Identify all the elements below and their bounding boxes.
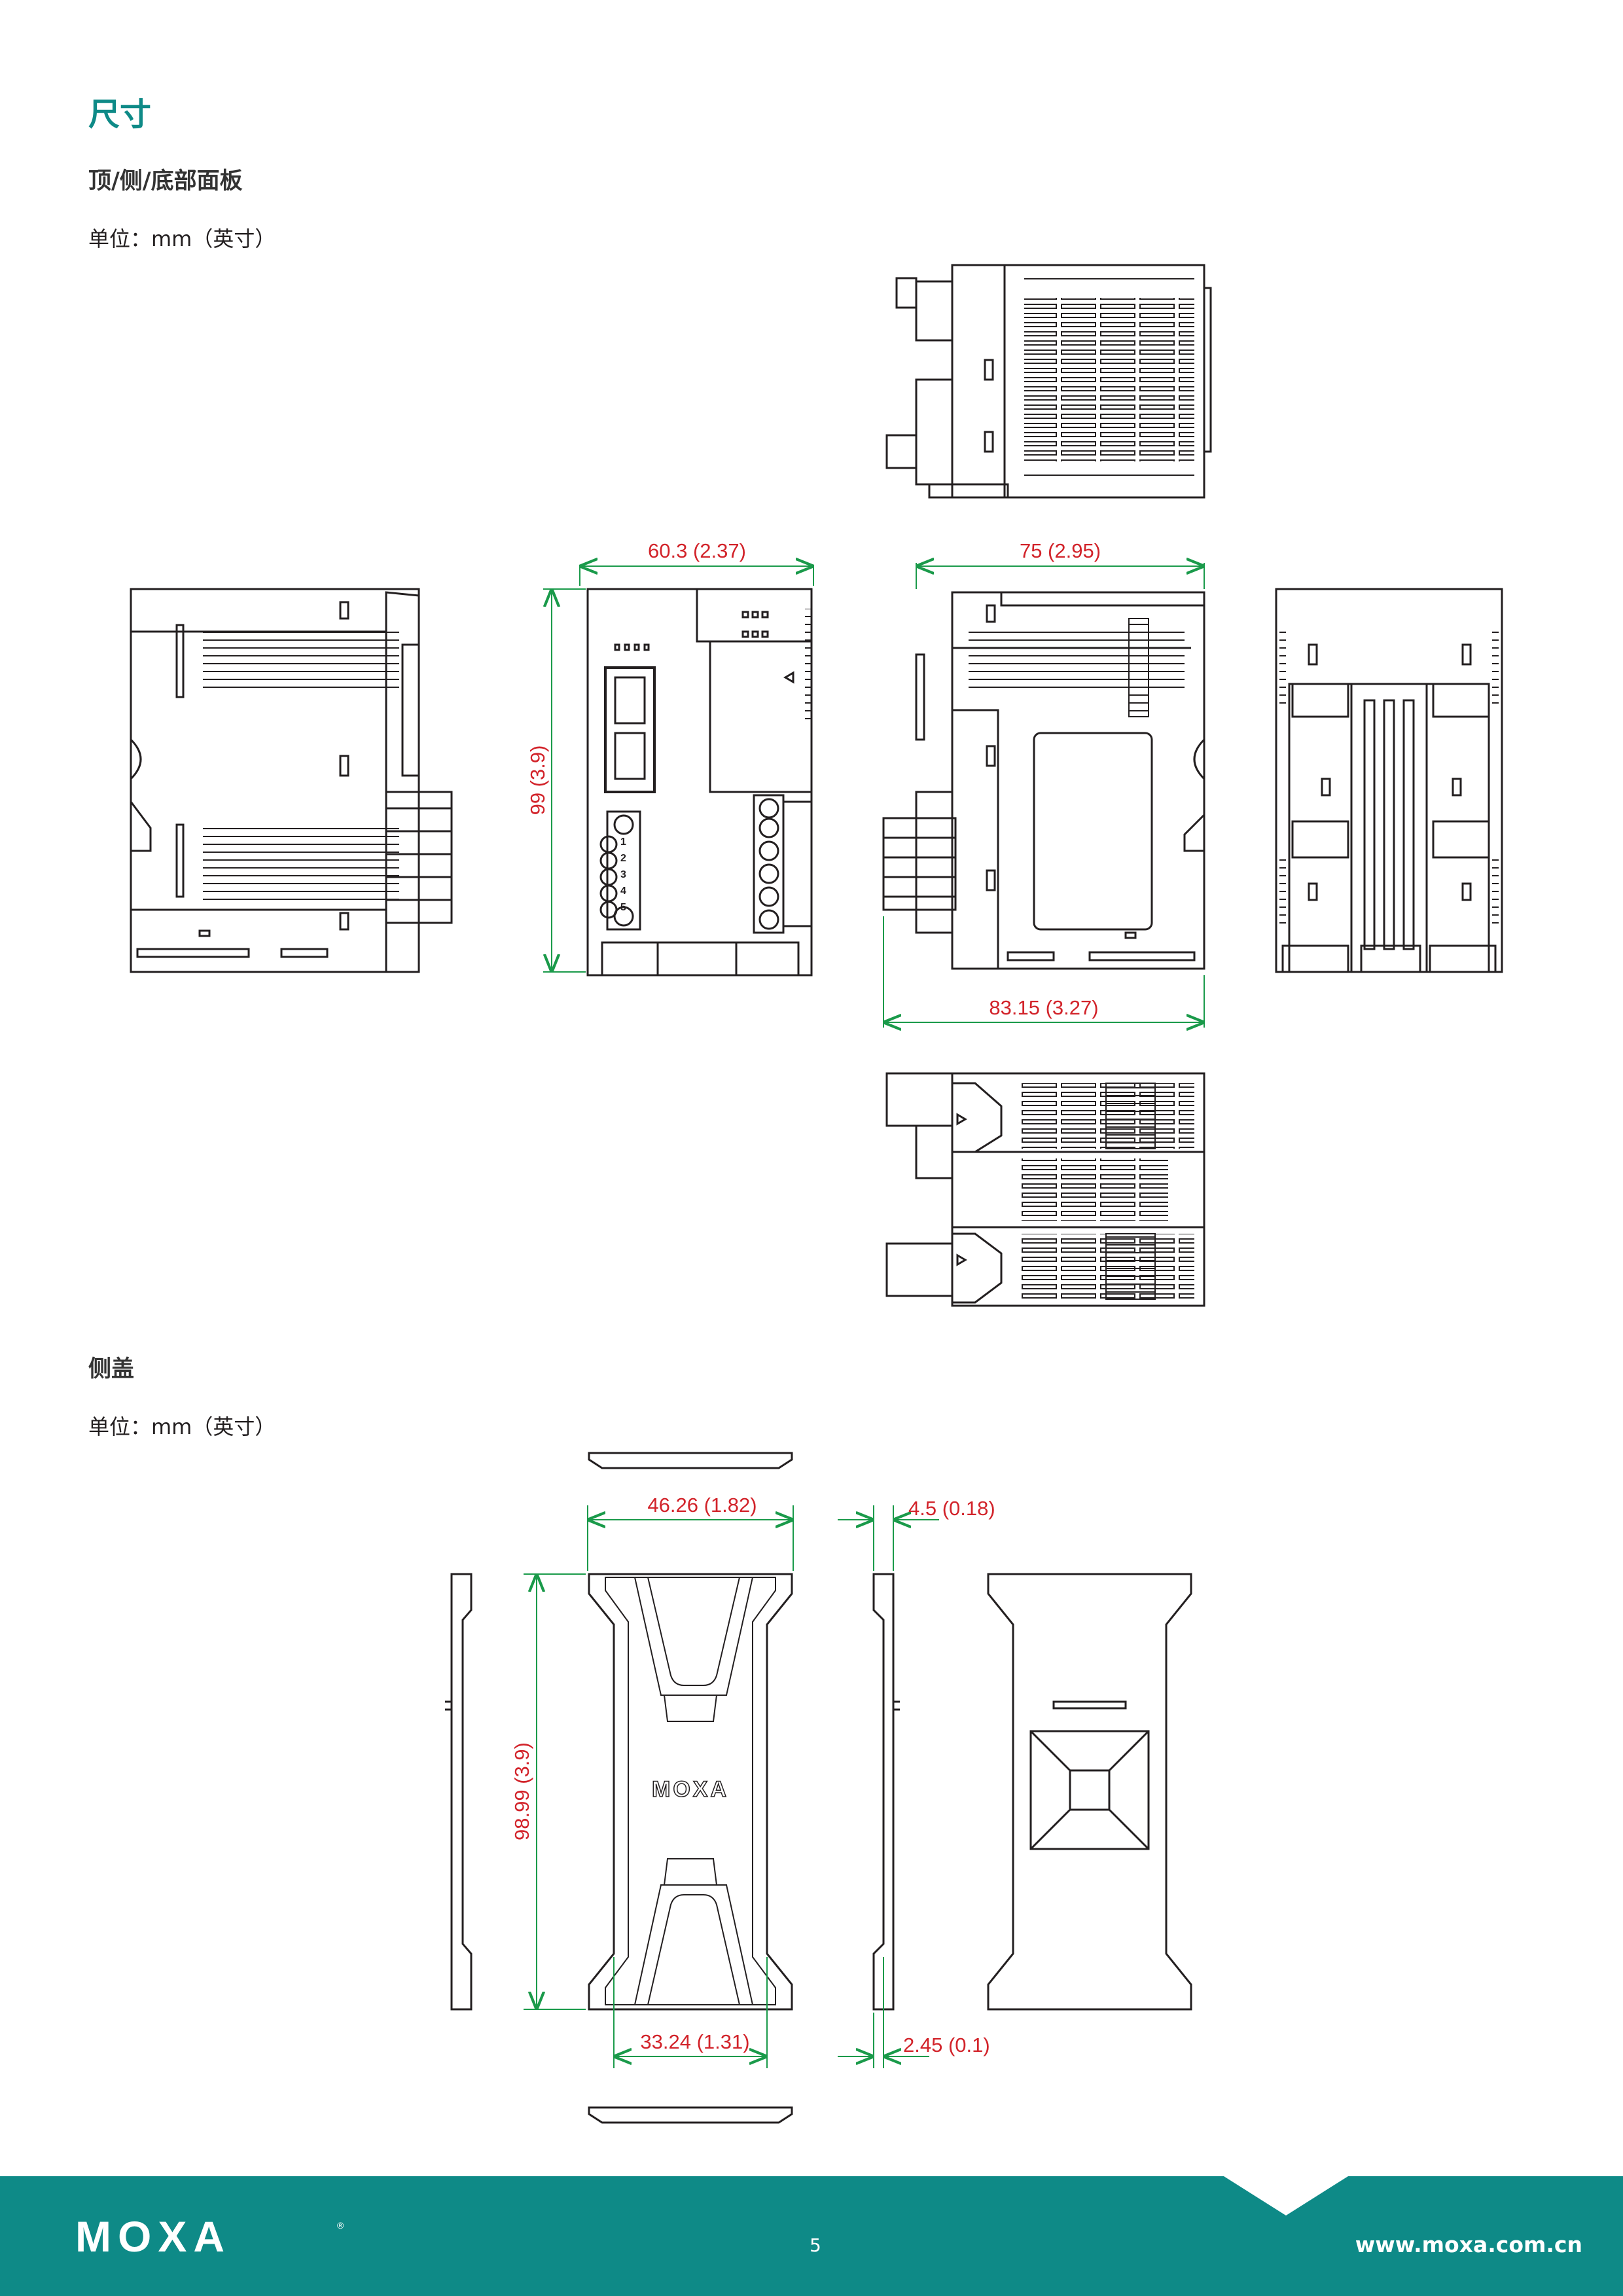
footer-notch: [1224, 2176, 1348, 2215]
cover-bottom-edge-drawing: [588, 2106, 793, 2124]
bottom-view-drawing: [885, 1072, 1205, 1307]
dim-height-front: 99 (3.9): [526, 745, 549, 816]
footer-logo: MOXA ®: [75, 2215, 344, 2261]
unit-label: 单位：mm（英寸）: [88, 226, 276, 251]
page-number: 5: [810, 2234, 821, 2256]
unit-label: 单位：mm（英寸）: [88, 1414, 276, 1439]
terminal-number: 3: [620, 869, 626, 880]
back-view-drawing: [1275, 588, 1503, 973]
footer-logo-text: MOXA: [75, 2215, 231, 2261]
dim-cover-width: 46.26 (1.82): [647, 1494, 757, 1516]
terminal-number: 2: [620, 853, 626, 864]
front-view-drawing: [586, 588, 813, 977]
dim-cover-height: 98.99 (3.9): [510, 1742, 533, 1840]
dimension-drawings: 60.3 (2.37) 99 (3.9) 75 (2.95) 83.15 (3.…: [130, 264, 1503, 2124]
terminal-number: 1: [620, 836, 626, 848]
dim-depth-side: 75 (2.95): [1020, 539, 1101, 562]
svg-text:®: ®: [337, 2220, 344, 2231]
dim-cover-thickness: 4.5 (0.18): [908, 1497, 995, 1520]
dim-cover-bottom-width: 33.24 (1.31): [640, 2030, 749, 2053]
cover-top-edge-drawing: [588, 1452, 793, 2124]
footer-band: [0, 2176, 1623, 2296]
dim-width-front: 60.3 (2.37): [648, 539, 746, 562]
dim-cover-lip: 2.45 (0.1): [903, 2034, 990, 2056]
cover-front-drawing: [588, 1573, 793, 2011]
subsection-heading-panels: 顶/侧/底部面板: [88, 168, 243, 194]
terminal-number: 4: [620, 886, 626, 897]
footer-url[interactable]: www.moxa.com.cn: [1355, 2232, 1582, 2257]
cover-right-profile-drawing: [872, 1573, 900, 2011]
cover-inside-drawing: [987, 1573, 1192, 2011]
cover-left-profile-drawing: [445, 1573, 473, 2011]
dim-depth-total: 83.15 (3.27): [989, 996, 1098, 1019]
top-view-drawing: [885, 264, 1212, 499]
subsection-heading-side-cover: 侧盖: [88, 1356, 135, 1382]
right-side-view-drawing: [882, 591, 1205, 970]
cover-logo: MOXA: [652, 1777, 729, 1802]
section-title: 尺寸: [88, 96, 152, 133]
terminal-number: 5: [620, 902, 626, 913]
left-side-view-drawing: [130, 588, 453, 973]
